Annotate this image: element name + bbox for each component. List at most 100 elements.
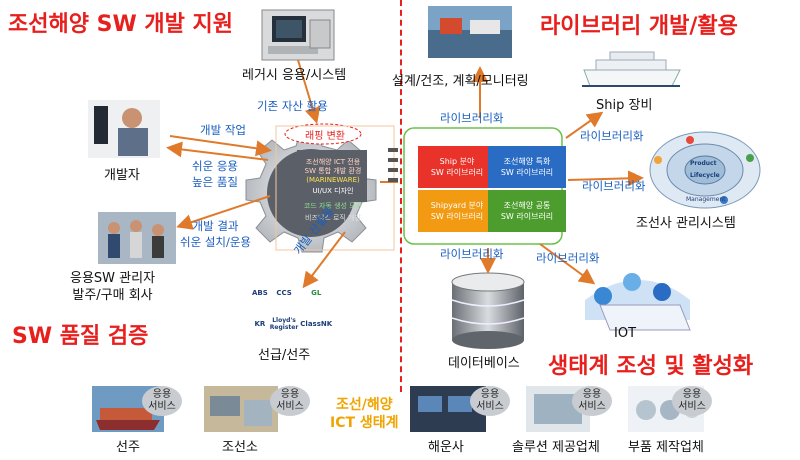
dev-work-label: 개발 작업 bbox=[200, 123, 246, 137]
badge-l1: 응용 bbox=[480, 389, 500, 400]
badge-l2: 서비스 bbox=[678, 401, 706, 412]
arrow-gear-to-company bbox=[176, 195, 271, 230]
badge-l1: 응용 bbox=[682, 389, 702, 400]
logo-abs: ABS bbox=[252, 289, 268, 297]
yard-lifecycle: Lifecycle bbox=[690, 172, 720, 179]
logo-classnk: ClassNK bbox=[300, 320, 333, 328]
dev-result-2: 쉬운 설치/운용 bbox=[180, 235, 252, 249]
dev-result-1: 개발 결과 bbox=[192, 219, 239, 233]
arrow-dev-to-gear bbox=[169, 135, 272, 157]
database-cylinder bbox=[451, 272, 525, 349]
badge-l1: 응용 bbox=[582, 389, 602, 400]
gear-text: 조선해양 ICT 전용 SW 통합 개발 환경 (MARINEWARE) UI/… bbox=[298, 158, 368, 223]
lib-label-iot: 라이브러리화 bbox=[536, 251, 600, 265]
title-library-dev: 라이브러리 개발/활용 bbox=[540, 14, 738, 39]
bottom-label-shipyard: 조선소 bbox=[222, 440, 258, 455]
iot-label: IOT bbox=[614, 326, 637, 341]
tile-ship-l1: Ship 분야 bbox=[439, 157, 475, 166]
badge-l2: 서비스 bbox=[276, 401, 304, 412]
tile-yard-l2: SW 라이브러리 bbox=[430, 212, 484, 221]
marineware-gear bbox=[245, 132, 377, 253]
bottom-label-shipping: 해운사 bbox=[428, 440, 464, 455]
tile-ship-l2: SW 라이브러리 bbox=[430, 168, 484, 177]
design-label: 설계/건조, 계획/모니터링 bbox=[392, 74, 529, 89]
arrow-legacy-to-gear bbox=[297, 59, 321, 124]
yard-management: Management bbox=[686, 196, 726, 203]
cruise-ship-image bbox=[582, 51, 681, 87]
app-company-label-2: 발주/구매 회사 bbox=[72, 288, 153, 303]
gear-line-3: (MARINEWARE) bbox=[306, 176, 360, 184]
tile-special-l2: SW 라이브러리 bbox=[500, 168, 554, 177]
badge-l1: 응용 bbox=[280, 389, 300, 400]
title-ecosystem: 생태계 조성 및 활성화 bbox=[548, 354, 754, 379]
developer-label: 개발자 bbox=[104, 168, 140, 183]
gear-code: 코드 자동 생성 도구 bbox=[303, 202, 363, 210]
gear-ui: UI/UX 디자인 bbox=[312, 187, 354, 195]
library-tile-shipyard: Shipyard 분야 SW 라이브러리 bbox=[418, 190, 496, 232]
logo-ccs: CCS bbox=[276, 289, 292, 297]
library-tile-ship: Ship 분야 SW 라이브러리 bbox=[418, 146, 496, 188]
ecosystem-label: 조선/해양 ICT 생태계 bbox=[330, 396, 399, 432]
iot-image bbox=[585, 273, 691, 331]
arrow-lib-to-iot bbox=[539, 243, 596, 285]
legacy-pc-image bbox=[261, 9, 335, 61]
existing-asset-label: 기존 자산 활용 bbox=[257, 99, 328, 113]
logo-kr: KR bbox=[254, 320, 266, 328]
logo-lr: Lloyd's Register bbox=[269, 317, 299, 331]
gear-line-2: SW 통합 개발 환경 bbox=[304, 167, 362, 175]
app-company-label-1: 응용SW 관리자 bbox=[70, 271, 156, 286]
bottom-label-solution: 솔루션 제공업체 bbox=[512, 440, 600, 455]
arrow-lib-to-ship bbox=[565, 111, 604, 139]
developer-image bbox=[88, 100, 160, 158]
easy-app-label: 쉬운 응용 높은 품질 bbox=[192, 158, 238, 190]
badge-l1: 응용 bbox=[152, 389, 172, 400]
ecosystem-line-1: 조선/해양 bbox=[335, 397, 393, 413]
library-tile-common: 조선해양 공통 SW 라이브러리 bbox=[488, 190, 566, 232]
database-label: 데이터베이스 bbox=[448, 356, 520, 371]
shipyard-photo bbox=[428, 6, 512, 58]
tile-common-l2: SW 라이브러리 bbox=[500, 212, 554, 221]
gear-biz: 비즈니스 로직 개발 bbox=[305, 214, 361, 222]
badge-l2: 서비스 bbox=[578, 401, 606, 412]
lib-label-yard: 라이브러리화 bbox=[582, 179, 646, 193]
ecosystem-line-2: ICT 생태계 bbox=[330, 415, 399, 431]
shipyard-mgmt-label: 조선사 관리시스템 bbox=[636, 216, 736, 231]
legacy-label: 레거시 응용/시스템 bbox=[242, 68, 347, 83]
lib-label-top: 라이브러리화 bbox=[440, 111, 504, 125]
mapping-ellipse bbox=[284, 123, 362, 145]
photo-shipyard bbox=[204, 386, 278, 432]
logo-gl: GL bbox=[311, 289, 322, 297]
tile-yard-l1: Shipyard 분야 bbox=[430, 201, 484, 210]
app-company-image bbox=[98, 212, 176, 264]
ship-equipment-label: Ship 장비 bbox=[596, 98, 653, 113]
mapping-label: 래핑 변환 bbox=[305, 131, 345, 142]
badge-l2: 서비스 bbox=[148, 401, 176, 412]
dev-result-label: 개발 결과 쉬운 설치/운용 bbox=[180, 218, 251, 250]
arrow-gear-to-dev bbox=[166, 141, 269, 161]
bottom-label-owner: 선주 bbox=[116, 440, 140, 455]
connector-bar bbox=[388, 178, 398, 182]
class-label: 선급/선주 bbox=[258, 348, 311, 363]
title-sw-dev-support: 조선해양 SW 개발 지원 bbox=[8, 12, 234, 37]
title-sw-quality: SW 품질 검증 bbox=[12, 324, 149, 349]
lib-label-bottom: 라이브러리화 bbox=[440, 247, 504, 261]
lib-label-ship: 라이브러리화 bbox=[580, 129, 644, 143]
easy-app-2: 높은 품질 bbox=[192, 175, 238, 189]
class-logos: ABS CCS GL KR Lloyd's Register ClassNK bbox=[252, 280, 332, 340]
center-divider bbox=[400, 0, 402, 392]
yard-product: Product bbox=[690, 160, 717, 167]
tile-special-l1: 조선해양 특화 bbox=[503, 157, 551, 166]
arrow-gear-to-class bbox=[302, 231, 346, 289]
badge-l2: 서비스 bbox=[476, 401, 504, 412]
connector-bar bbox=[388, 148, 398, 152]
gear-frame bbox=[275, 125, 395, 251]
easy-app-1: 쉬운 응용 bbox=[192, 159, 238, 173]
arrow-lib-to-yard bbox=[567, 170, 644, 187]
library-tile-special: 조선해양 특화 SW 라이브러리 bbox=[488, 146, 566, 188]
tile-common-l1: 조선해양 공통 bbox=[503, 201, 551, 210]
